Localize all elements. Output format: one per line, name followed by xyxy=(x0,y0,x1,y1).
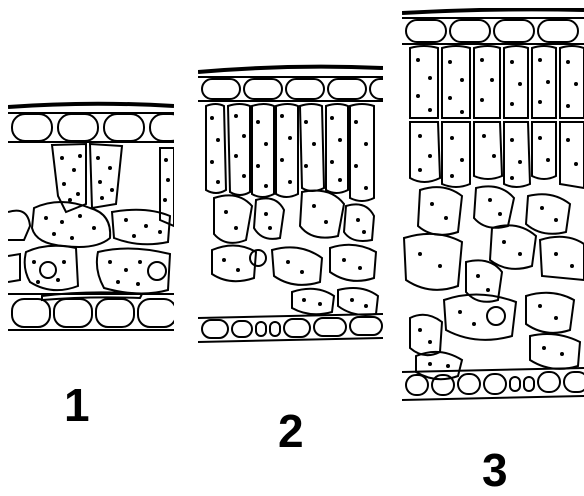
panel-number-1: 1 xyxy=(64,382,90,428)
leaf-section-1 xyxy=(8,104,184,330)
leaf-section-2 xyxy=(198,67,400,342)
leaf-section-3 xyxy=(402,9,584,400)
panel-number-3: 3 xyxy=(482,447,508,493)
panel-number-2: 2 xyxy=(278,408,304,454)
